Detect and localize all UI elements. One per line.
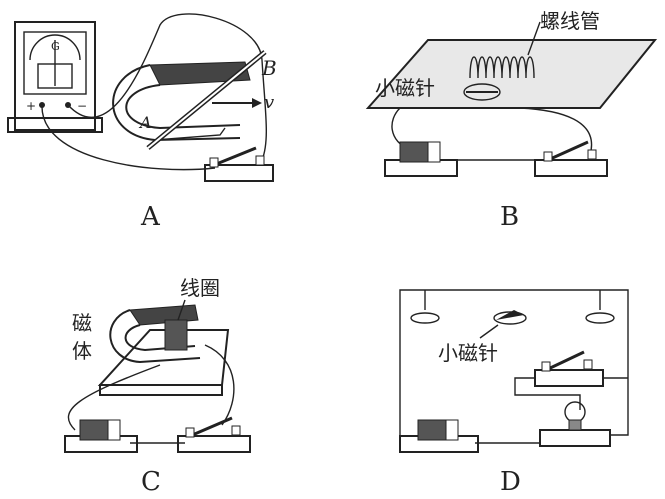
switch-a xyxy=(204,146,274,182)
coil-label: 线圈 xyxy=(180,276,220,300)
coil xyxy=(164,319,188,351)
galvanometer: G + − xyxy=(7,21,103,133)
switch-b xyxy=(534,140,608,177)
panel-a: G + − B A v A xyxy=(7,13,277,232)
panel-c: 线圈 磁 体 C xyxy=(64,276,251,497)
battery-b xyxy=(384,141,458,177)
compass-needle-b xyxy=(463,83,501,101)
meter-minus-terminal: − xyxy=(77,99,87,113)
solenoid-pointer xyxy=(527,21,541,56)
meter-label: G xyxy=(51,40,60,53)
cardboard-plane xyxy=(365,39,658,109)
circuit-wire-d xyxy=(399,289,629,436)
needle-label-d: 小磁针 xyxy=(438,341,498,365)
caption-d: D xyxy=(500,467,521,497)
magnet-label-2: 体 xyxy=(72,339,92,363)
wire-b-3 xyxy=(519,107,593,156)
meter-plus-terminal: + xyxy=(26,99,36,113)
magnet-label-1: 磁 xyxy=(72,311,92,335)
switch-c xyxy=(177,416,251,453)
compass-center-d xyxy=(493,311,527,325)
solenoid-label: 螺线管 xyxy=(540,9,600,33)
caption-c: C xyxy=(141,467,161,497)
wire-a-1 xyxy=(41,104,216,171)
compass-right-d xyxy=(585,312,615,324)
velocity-label: v xyxy=(264,92,274,113)
compass-left-d xyxy=(410,312,440,324)
wire-a-2 xyxy=(67,13,267,161)
rod-label-a: A xyxy=(138,113,152,132)
u-magnet xyxy=(112,61,251,142)
wire-c-1 xyxy=(204,344,235,426)
needle-pointer-d xyxy=(479,324,499,339)
caption-a: A xyxy=(140,202,161,232)
wire-c-2 xyxy=(67,364,161,431)
battery-c xyxy=(64,419,138,453)
panel-d: 小磁针 D xyxy=(399,289,629,497)
bulb-d xyxy=(539,401,611,447)
base-board-c xyxy=(97,329,230,386)
battery-d xyxy=(399,419,479,453)
rod-label-b: B xyxy=(261,56,277,80)
solenoid xyxy=(469,56,535,79)
caption-b: B xyxy=(500,202,519,232)
needle-label-b: 小磁针 xyxy=(375,76,435,100)
switch-d xyxy=(534,350,604,387)
panel-b: 螺线管 小磁针 B xyxy=(365,9,658,232)
